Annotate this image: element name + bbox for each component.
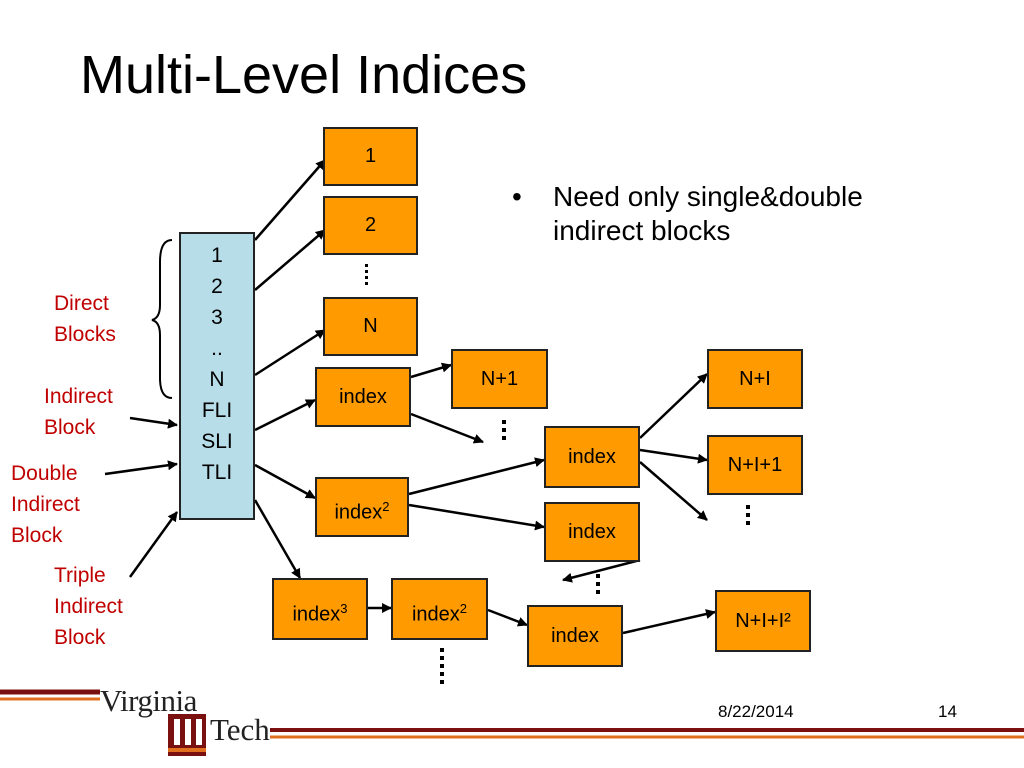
inode-entry: TLI xyxy=(201,461,233,484)
arrow-to-index-bottom xyxy=(487,608,528,627)
arrow-index-more xyxy=(562,558,641,583)
ellipsis-triple xyxy=(440,648,444,684)
inode-entry: SLI xyxy=(201,430,233,453)
block-n-plus-i: N+I xyxy=(707,349,803,409)
block-1: 1 xyxy=(323,127,418,186)
slide-number: 14 xyxy=(938,702,957,721)
index-block-triple-level2: index2 xyxy=(391,578,488,640)
bullet-marker: • xyxy=(512,181,522,212)
block-n: N xyxy=(323,297,418,356)
arrow-to-index2 xyxy=(254,463,316,500)
logo-virginia: Virginia xyxy=(100,683,197,718)
arrow-indirect-label xyxy=(129,416,178,429)
index-block-mid-bottom: index xyxy=(544,502,640,562)
inode-entry: .. xyxy=(211,337,223,360)
index-text: index xyxy=(292,603,341,626)
label-line: Block xyxy=(11,524,63,547)
label-double-indirect: Double Indirect Block xyxy=(11,458,80,551)
arrow-to-block-1 xyxy=(254,159,326,241)
label-line: Blocks xyxy=(54,323,116,346)
ellipsis-double xyxy=(746,505,750,525)
bullet-text: Need only single&double indirect blocks xyxy=(553,181,863,246)
label-direct-blocks: Direct Blocks xyxy=(54,288,116,350)
ellipsis-index xyxy=(596,574,600,594)
inode-entry: N xyxy=(209,368,225,391)
slide-date: 8/22/2014 xyxy=(718,702,794,721)
arrow-to-index-mid-bottom xyxy=(408,503,545,531)
index-text: index xyxy=(411,603,460,626)
arrow-double-label xyxy=(104,460,178,476)
label-line: Double xyxy=(11,462,78,485)
arrow-to-index-mid-top xyxy=(408,457,545,496)
arrow-to-n1 xyxy=(410,362,452,379)
index-block-triple: index3 xyxy=(272,578,368,640)
direct-blocks-brace xyxy=(151,239,173,399)
label-line: Indirect xyxy=(54,595,123,618)
inode-pointer-table: 1 2 3 .. N FLI SLI TLI xyxy=(179,232,255,520)
label-indirect-block: Indirect Block xyxy=(44,381,113,443)
superscript: 3 xyxy=(340,601,348,616)
index-block-bottom: index xyxy=(527,605,623,667)
index-block-single: index xyxy=(315,367,411,427)
label-line: Indirect xyxy=(44,385,113,408)
index-text: index xyxy=(334,501,383,524)
label-line: Triple xyxy=(54,564,106,587)
superscript: 2 xyxy=(382,499,390,514)
tower-emblem xyxy=(168,714,206,756)
block-n-plus-1: N+1 xyxy=(451,349,548,409)
arrow-to-block-n xyxy=(254,328,326,377)
arrow-double-more xyxy=(639,461,708,521)
arrow-single-more xyxy=(410,412,484,444)
inode-entry: 1 xyxy=(211,244,223,267)
arrow-to-index xyxy=(254,398,316,432)
arrow-triple-label xyxy=(128,511,179,578)
superscript: 2 xyxy=(459,601,468,616)
label-line: Indirect xyxy=(11,493,80,516)
label-line: Block xyxy=(54,626,106,649)
block-n-plus-i-plus-i2: N+I+I² xyxy=(715,590,811,652)
inode-entry: FLI xyxy=(201,399,233,422)
arrow-to-block-2 xyxy=(254,229,326,291)
ellipsis-single xyxy=(502,420,506,440)
inode-entry: 3 xyxy=(211,306,223,329)
label-line: Direct xyxy=(54,292,109,315)
inode-entry: 2 xyxy=(211,275,223,298)
block-n-plus-i-plus-1: N+I+1 xyxy=(707,435,803,495)
ellipsis-direct xyxy=(365,264,368,285)
label-line: Block xyxy=(44,416,96,439)
logo-tech: Tech xyxy=(210,712,270,747)
arrow-to-ni1 xyxy=(639,448,708,464)
index-block-double: index2 xyxy=(315,477,409,537)
label-triple-indirect: Triple Indirect Block xyxy=(54,560,123,653)
block-2: 2 xyxy=(323,196,418,255)
arrow-to-index3 xyxy=(253,499,302,579)
slide-title: Multi-Level Indices xyxy=(80,45,528,105)
arrow-to-ni xyxy=(639,373,708,439)
arrow-to-nii2 xyxy=(622,609,716,635)
index-block-mid-top: index xyxy=(544,426,640,488)
